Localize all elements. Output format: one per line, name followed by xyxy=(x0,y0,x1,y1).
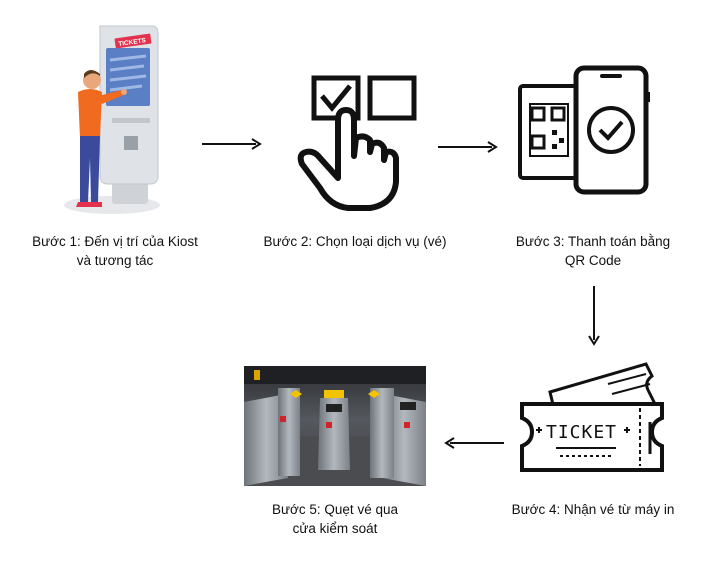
step-1-label: Bước 1: Đến vị trí của Kiost và tương tá… xyxy=(0,232,230,270)
step-4: TICKET xyxy=(516,362,672,476)
step-5 xyxy=(244,366,426,486)
step-5-label-line2: cửa kiểm soát xyxy=(292,521,378,536)
step-3-label-line1: Bước 3: Thanh toán bằng xyxy=(515,234,671,249)
step-4-label-line1: Bước 4: Nhận vé từ máy in xyxy=(511,502,675,517)
hand-pointing-checkbox-icon xyxy=(297,75,417,211)
step-2-label-line1: Bước 2: Chọn loại dịch vụ (vé) xyxy=(263,234,447,249)
step-5-label: Bước 5: Quẹt vé qua cửa kiểm soát xyxy=(220,500,450,538)
step-1-label-line2: và tương tác xyxy=(76,253,154,268)
ticket-text: TICKET xyxy=(546,422,617,443)
kiosk-illustration: TICKETS xyxy=(64,25,160,214)
arrow-step1-to-step2 xyxy=(202,138,262,150)
arrow-step4-to-step5 xyxy=(444,437,504,449)
kiosk-banner-text: TICKETS xyxy=(118,37,147,48)
step-1-label-line1: Bước 1: Đến vị trí của Kiost xyxy=(32,234,198,249)
step-2-label: Bước 2: Chọn loại dịch vụ (vé) xyxy=(240,232,470,251)
step-3-label-line2: QR Code xyxy=(564,253,622,268)
turnstile-gate-photo xyxy=(244,366,426,486)
arrow-step2-to-step3 xyxy=(438,141,498,153)
ticket-icon: TICKET xyxy=(520,362,664,472)
step-5-label-line1: Bước 5: Quẹt vé qua xyxy=(272,502,398,517)
step-1: TICKETS xyxy=(60,18,170,218)
step-3-label: Bước 3: Thanh toán bằng QR Code xyxy=(478,232,708,270)
step-2 xyxy=(290,72,420,212)
phone-qr-payment-icon xyxy=(518,65,650,195)
arrow-step3-to-step4 xyxy=(588,286,600,346)
step-4-label: Bước 4: Nhận vé từ máy in xyxy=(478,500,708,519)
step-3 xyxy=(516,64,656,198)
